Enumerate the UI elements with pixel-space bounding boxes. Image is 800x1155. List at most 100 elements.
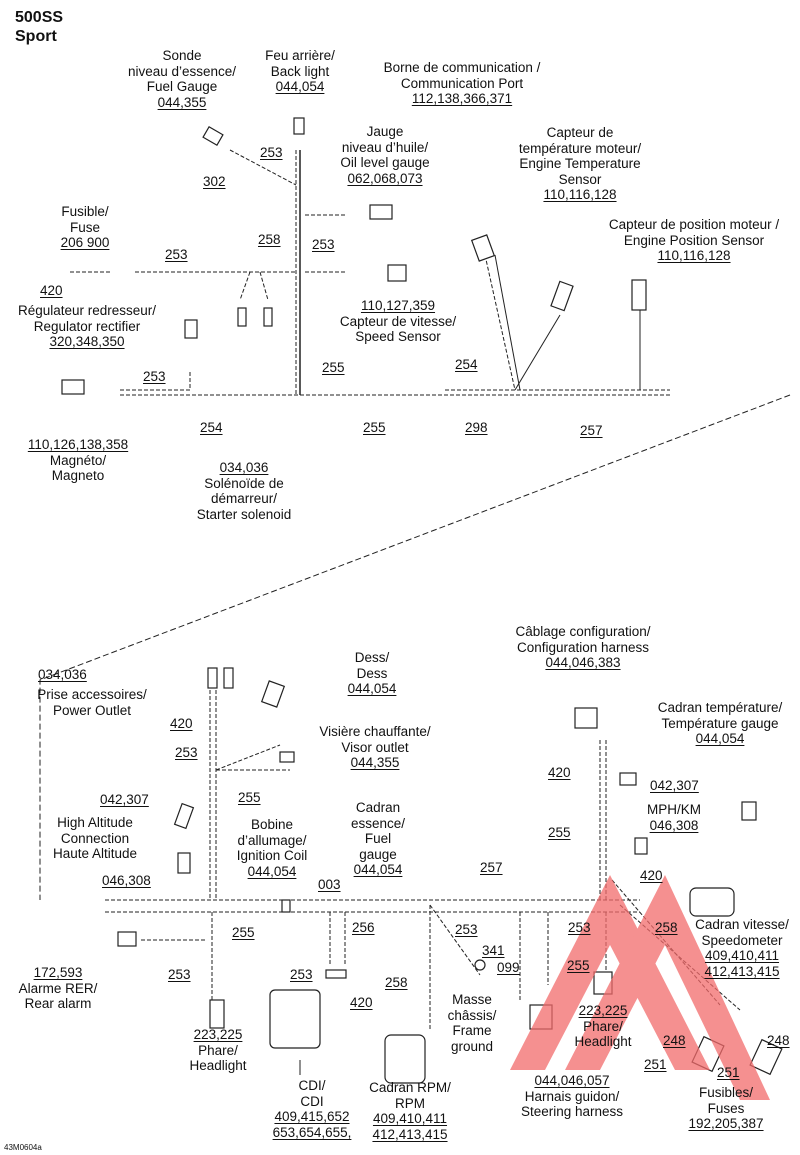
part-numbers: 044,046,057 [534, 1073, 610, 1088]
callout-number: 341 [482, 943, 505, 958]
callout-number: 258 [258, 232, 281, 247]
component-name: Phare/ [198, 1042, 238, 1058]
callout-number: 257 [480, 860, 503, 875]
component-name: Engine Temperature [519, 156, 641, 171]
callout-number: 258 [655, 920, 678, 935]
component-name: Fuses [707, 1100, 745, 1116]
callout-number: 253 [168, 967, 191, 982]
label-configuration-harness: Câblage configuration/Configuration harn… [515, 624, 650, 671]
component-name: Cadran vitesse/ [695, 917, 789, 932]
component-name: d’allumage/ [237, 832, 307, 848]
component-name: Cadran RPM/ [369, 1080, 451, 1095]
callout-number: 255 [232, 925, 255, 940]
callout-number: 420 [548, 765, 571, 780]
model-name: 500SS [15, 9, 64, 26]
part-numbers: 046,308 [649, 817, 699, 833]
component-name: Dess [356, 665, 388, 681]
component-name: Cadran température/ [657, 700, 783, 715]
part-numbers: 044,054 [247, 863, 297, 879]
component-name: Magneto [51, 468, 105, 483]
component-name: Fusibles/ [698, 1085, 754, 1100]
callout-number: 248 [663, 1033, 686, 1048]
component-name: Jauge [366, 124, 404, 139]
part-numbers: 110,127,359 [360, 298, 436, 313]
callout-number: 253 [143, 369, 166, 384]
component-name: CDI [300, 1093, 324, 1109]
component-name: Steering harness [520, 1104, 624, 1119]
component-name: Masse [452, 992, 492, 1007]
part-numbers: 409,415,652 [274, 1109, 350, 1124]
component-name: Prise accessoires/ [37, 687, 147, 702]
callout-number: 253 [312, 237, 335, 252]
component-name: Câblage configuration/ [515, 624, 651, 639]
part-numbers: 172,593 [33, 965, 83, 980]
component-name: Sensor [558, 171, 602, 187]
callout-number: 256 [352, 920, 375, 935]
component-name: Frame [452, 1023, 492, 1038]
part-numbers: 409,410,411 [372, 1111, 448, 1126]
callout-number: 420 [40, 283, 63, 298]
part-numbers: 320,348,350 [49, 334, 125, 349]
label-communication-port: Borne de communication /Communication Po… [384, 60, 541, 107]
callout-number: 253 [455, 922, 478, 937]
part-numbers: 044,054 [275, 79, 325, 94]
callout-number: 253 [175, 745, 198, 760]
model-trim: Sport [15, 28, 57, 45]
component-name: Capteur de vitesse/ [339, 313, 457, 329]
component-name: Température gauge [661, 715, 779, 731]
callout-number: 420 [350, 995, 373, 1010]
callout-number: 253 [290, 967, 313, 982]
label-engine-position-sensor: Capteur de position moteur /Engine Posit… [609, 217, 779, 264]
label-power-outlet: Prise accessoires/Power Outlet [37, 687, 147, 718]
component-name: Haute Altitude [52, 846, 138, 861]
component-name: Headlight [189, 1058, 247, 1073]
part-numbers: 110,116,128 [657, 248, 731, 263]
callout-number: 257 [580, 423, 603, 438]
component-name: Borne de communication / [383, 60, 541, 75]
component-name: Capteur de [546, 125, 614, 140]
component-name: Sonde [162, 48, 202, 63]
part-numbers: 192,205,387 [688, 1116, 764, 1131]
label-regulator-rectifier: Régulateur redresseur/Regulator rectifie… [18, 303, 156, 350]
component-name: Fuel Gauge [146, 79, 218, 94]
callout-number: 255 [238, 790, 261, 805]
component-name: Visière chauffante/ [319, 724, 431, 739]
component-name: Power Outlet [52, 702, 132, 718]
component-name: Headlight [574, 1034, 632, 1049]
component-name: Fuse [69, 219, 100, 235]
callout-number: 420 [640, 868, 663, 883]
component-name: gauge [359, 846, 397, 862]
component-name: Magnéto/ [49, 452, 107, 468]
component-name: Speed Sensor [355, 329, 441, 344]
callout-number: 003 [318, 877, 341, 892]
component-name: Regulator rectifier [33, 318, 141, 334]
component-name: Fusible/ [61, 204, 109, 219]
callout-number: 251 [644, 1057, 667, 1072]
component-name: châssis/ [447, 1007, 497, 1023]
component-name: essence/ [350, 815, 406, 831]
part-numbers: 044,355 [157, 94, 207, 110]
callout-number: 099 [497, 960, 520, 975]
component-name: Configuration harness [516, 639, 650, 655]
callout-number: 251 [717, 1065, 740, 1080]
callout-number: 253 [568, 920, 591, 935]
